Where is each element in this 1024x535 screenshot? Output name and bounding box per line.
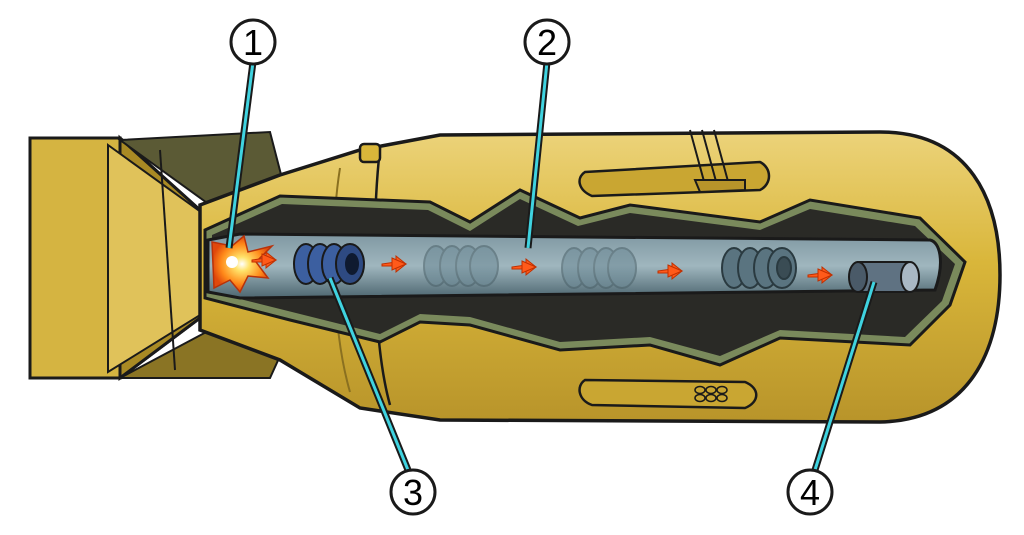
leader-line-3 <box>326 276 412 472</box>
bottom-access-panel <box>578 378 758 410</box>
motion-arrow <box>251 250 278 270</box>
leader-line-2 <box>524 61 551 249</box>
uranium-target <box>848 261 920 293</box>
motion-arrow <box>511 257 538 277</box>
motion-arrows <box>251 250 834 285</box>
callout-2: 2 <box>523 18 571 66</box>
ghost-projectile <box>561 247 637 289</box>
callout-4-label: 4 <box>800 472 820 513</box>
explosive-charge <box>211 234 275 294</box>
callout-3: 3 <box>389 468 437 516</box>
projectile-motion-ghosts <box>423 245 637 289</box>
motion-arrow <box>381 254 408 274</box>
leader-line-1 <box>225 61 257 249</box>
motion-arrow <box>807 265 834 285</box>
callout-1-label: 1 <box>243 22 263 63</box>
motion-arrow <box>657 261 684 281</box>
callout-1: 1 <box>229 18 277 66</box>
callout-4: 4 <box>786 468 834 516</box>
ghost-projectile <box>721 247 797 289</box>
uranium-projectile <box>293 243 365 285</box>
leader-line-4 <box>811 280 878 472</box>
leader-lines <box>225 61 878 472</box>
callout-3-label: 3 <box>403 472 423 513</box>
ghost-projectile <box>423 245 499 287</box>
callout-2-label: 2 <box>537 22 557 63</box>
